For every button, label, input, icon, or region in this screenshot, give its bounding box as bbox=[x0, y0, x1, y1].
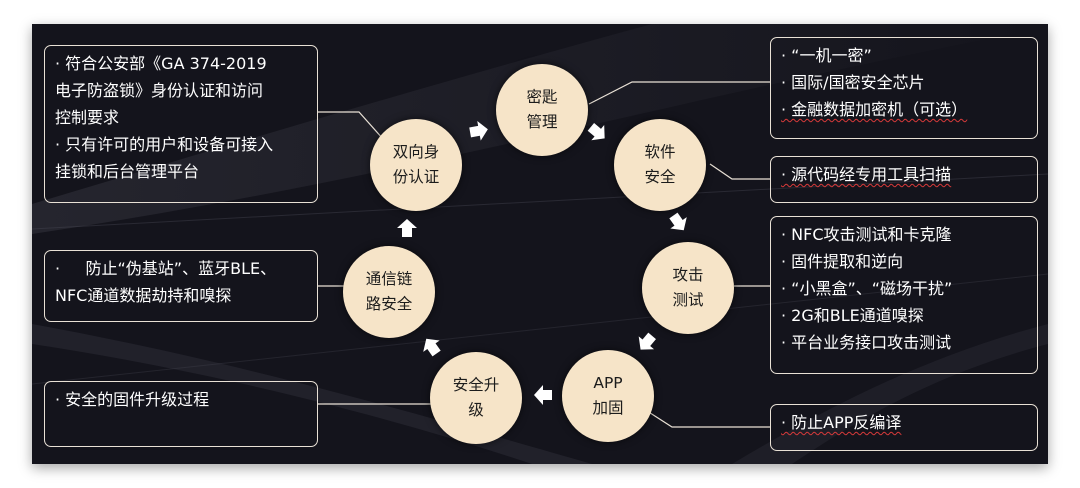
info-line: · 固件提取和逆向 bbox=[781, 252, 904, 271]
node-label: 密匙 管理 bbox=[526, 88, 558, 131]
node-mutual-auth: 双向身 份认证 bbox=[370, 119, 462, 211]
info-line: · “小黑盒”、“磁场干扰” bbox=[781, 279, 953, 298]
info-box-app: · 防止APP反编译 bbox=[770, 404, 1038, 451]
info-line: · 源代码经专用工具扫描 bbox=[781, 165, 952, 184]
node-label: 通信链 路安全 bbox=[365, 270, 413, 313]
info-box-software: · 源代码经专用工具扫描 bbox=[770, 156, 1038, 203]
node-label: 双向身 份认证 bbox=[392, 143, 440, 186]
arrow-auth-to-key bbox=[469, 120, 488, 141]
arrow-attack-to-app bbox=[638, 332, 656, 350]
arrow-comm-to-auth bbox=[397, 219, 417, 237]
node-label: APP 加固 bbox=[592, 374, 624, 417]
info-line: 电子防盗锁》身份认证和访问 bbox=[55, 81, 264, 100]
arrow-app-to-upgrade bbox=[534, 385, 552, 405]
arrow-upgrade-to-comm bbox=[423, 338, 441, 357]
info-box-attack-test: · NFC攻击测试和卡克隆 · 固件提取和逆向 · “小黑盒”、“磁场干扰” ·… bbox=[770, 216, 1038, 374]
node-software-security: 软件 安全 bbox=[614, 119, 706, 211]
info-box-key-management: · “一机一密” · 国际/国密安全芯片 · 金融数据加密机（可选） bbox=[770, 37, 1038, 139]
info-line: · 只有许可的用户和设备可接入 bbox=[55, 135, 274, 154]
info-line: 控制要求 bbox=[55, 108, 120, 127]
info-box-comm-link: · 防止“伪基站”、蓝牙BLE、 NFC通道数据劫持和嗅探 bbox=[44, 250, 318, 322]
node-app-hardening: APP 加固 bbox=[562, 350, 654, 442]
info-line: · 防止APP反编译 bbox=[781, 413, 902, 432]
info-line: 挂锁和后台管理平台 bbox=[55, 162, 200, 181]
node-comm-link-security: 通信链 路安全 bbox=[343, 246, 435, 338]
connector-software bbox=[709, 163, 770, 180]
node-key-management: 密匙 管理 bbox=[496, 64, 588, 156]
info-line: · “一机一密” bbox=[781, 46, 872, 65]
node-label: 攻击 测试 bbox=[672, 266, 704, 309]
info-line: · 安全的固件升级过程 bbox=[55, 390, 210, 409]
info-line: NFC通道数据劫持和嗅探 bbox=[55, 286, 232, 305]
info-line: · 防止“伪基站”、蓝牙BLE、 bbox=[55, 259, 277, 278]
info-line: · NFC攻击测试和卡克隆 bbox=[781, 225, 952, 244]
info-box-mutual-auth: · 符合公安部《GA 374-2019 电子防盗锁》身份认证和访问 控制要求 ·… bbox=[44, 45, 318, 203]
info-line: · 2G和BLE通道嗅探 bbox=[781, 306, 924, 325]
info-line: · 国际/国密安全芯片 bbox=[781, 73, 925, 92]
info-line: · 平台业务接口攻击测试 bbox=[781, 333, 952, 352]
cycle-arrows bbox=[397, 120, 687, 405]
node-label: 安全升 级 bbox=[452, 376, 500, 419]
node-attack-test: 攻击 测试 bbox=[642, 242, 734, 334]
info-line: · 符合公安部《GA 374-2019 bbox=[55, 54, 267, 73]
info-box-secure-upgrade: · 安全的固件升级过程 bbox=[44, 381, 318, 447]
node-label: 软件 安全 bbox=[644, 143, 676, 186]
arrow-software-to-attack bbox=[669, 212, 687, 231]
arrow-key-to-software bbox=[587, 123, 605, 141]
node-secure-upgrade: 安全升 级 bbox=[430, 352, 522, 444]
diagram-canvas: 密匙 管理 软件 安全 攻击 测试 APP 加固 安全升 级 通信链 路安全 bbox=[32, 24, 1048, 464]
connector-layer bbox=[318, 81, 770, 428]
connector-app bbox=[643, 408, 770, 428]
info-line: · 金融数据加密机（可选） bbox=[781, 100, 968, 119]
connector-key-mgmt bbox=[588, 81, 770, 105]
